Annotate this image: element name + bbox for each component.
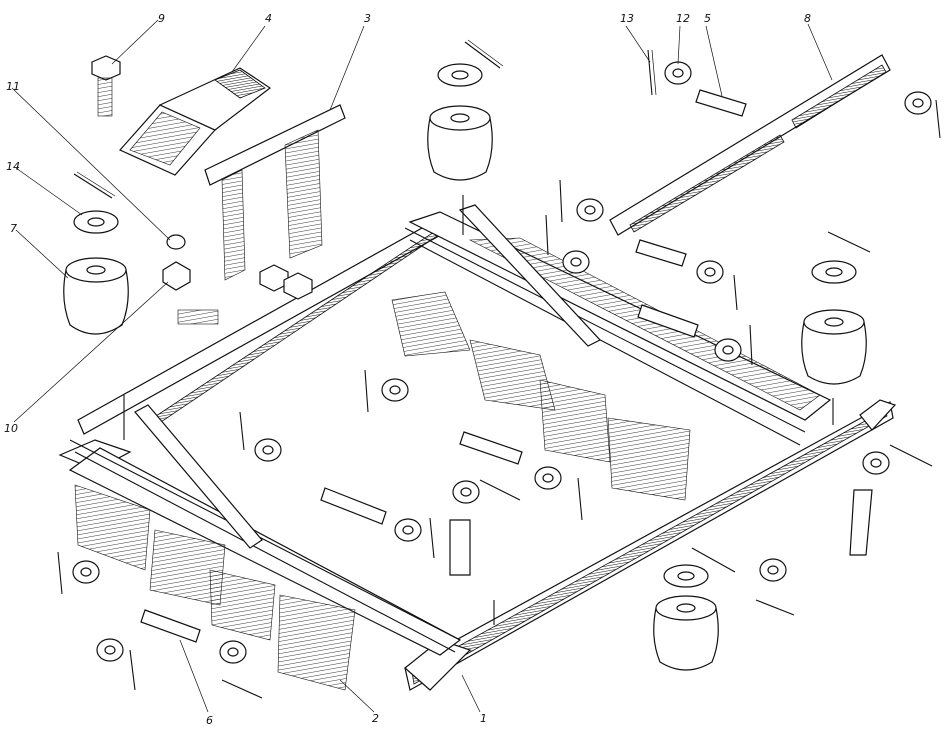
- main-frame: [58, 195, 897, 691]
- callout-6: 6: [206, 714, 213, 727]
- callout-12: 12: [676, 12, 690, 25]
- callout-5: 5: [704, 12, 711, 25]
- callout-2: 2: [372, 712, 379, 725]
- callout-13: 13: [620, 12, 634, 25]
- callout-7: 7: [10, 222, 17, 235]
- callout-10: 10: [4, 422, 18, 435]
- callout-11: 11: [6, 80, 20, 93]
- callout-labels: 1 2 3 4 5 6 7 8 9 10 11 12 13 14: [4, 12, 811, 727]
- callout-3: 3: [364, 12, 371, 25]
- callout-8: 8: [804, 12, 811, 25]
- callout-1: 1: [480, 712, 487, 725]
- fasteners: [91, 55, 313, 325]
- pins: [140, 89, 873, 643]
- plates: [74, 291, 691, 691]
- washers: [72, 61, 932, 664]
- callout-9: 9: [158, 12, 165, 25]
- cotter-pins: [57, 39, 941, 699]
- callout-4: 4: [265, 12, 272, 25]
- rail-8: [609, 54, 891, 236]
- bracket-assembly: [119, 67, 346, 281]
- rubber-cushions: [63, 105, 867, 671]
- leader-lines: [11, 19, 833, 713]
- callout-14: 14: [6, 160, 20, 173]
